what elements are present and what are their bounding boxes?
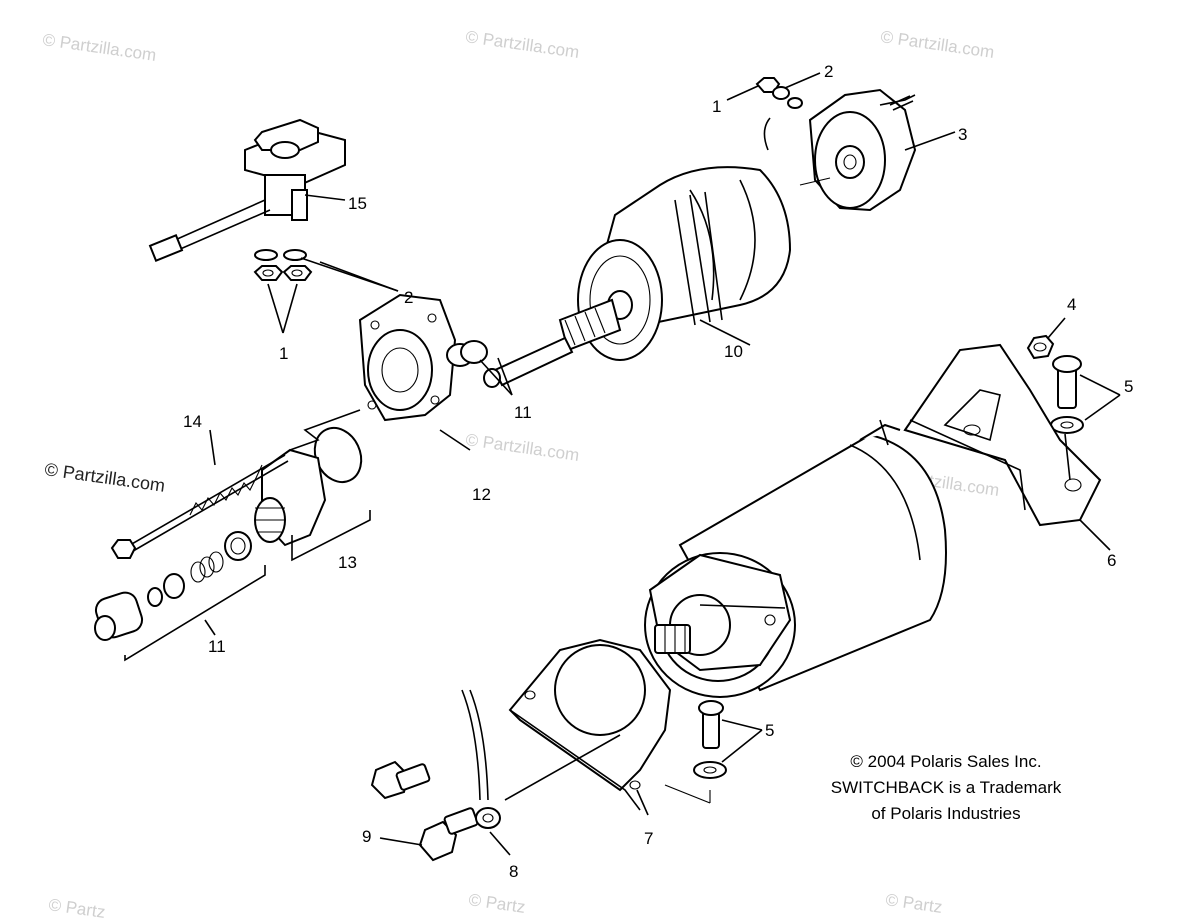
- callout-1-top: 1: [712, 97, 721, 116]
- watermark-bottom-center: © Partz: [467, 890, 526, 917]
- copyright-line-3: of Polaris Industries: [871, 804, 1020, 823]
- watermark-top-right: © Partzilla.com: [879, 27, 995, 62]
- solenoid-part-15: [148, 118, 346, 262]
- watermark-mid-center: © Partzilla.com: [464, 430, 580, 465]
- callout-13: 13: [338, 553, 357, 572]
- callout-11-low: 11: [208, 637, 226, 656]
- callout-5-low: 5: [765, 721, 774, 740]
- callout-12: 12: [472, 485, 491, 504]
- callout-15: 15: [348, 194, 367, 213]
- watermark-top-left: © Partzilla.com: [41, 30, 157, 65]
- callout-2-top: 2: [824, 62, 833, 81]
- screw-washer-part-5: [1050, 355, 1084, 434]
- callout-6: 6: [1107, 551, 1116, 570]
- callout-4: 4: [1067, 295, 1076, 314]
- watermark-bottom-right: © Partz: [884, 890, 943, 917]
- copyright-line-2: SWITCHBACK is a Trademark: [831, 778, 1062, 797]
- callout-3: 3: [958, 125, 967, 144]
- callout-14: 14: [183, 412, 202, 431]
- callout-2-left: 2: [404, 288, 413, 307]
- watermark-top-center: © Partzilla.com: [464, 27, 580, 62]
- starter-motor-assembly: [644, 419, 947, 698]
- watermark-bottom-left: © Partz: [47, 895, 106, 919]
- bolt-spring-part-14: [110, 409, 361, 559]
- callout-7: 7: [644, 829, 653, 848]
- nut-washer-top: [755, 77, 803, 109]
- bolts-part-9: [370, 760, 479, 862]
- callout-1-left: 1: [279, 344, 288, 363]
- callout-10: 10: [724, 342, 743, 361]
- callout-9: 9: [362, 827, 371, 846]
- pinion-gear-part-13: [254, 448, 327, 547]
- washers-part-11-mid: [446, 340, 488, 367]
- callout-11-mid: 11: [514, 403, 532, 422]
- copyright-line-1: © 2004 Polaris Sales Inc.: [850, 752, 1041, 771]
- screw-washer-lower-part-5: [693, 700, 727, 779]
- nut-part-4: [1026, 334, 1055, 360]
- bracket-part-6: [903, 343, 1102, 527]
- washers-nuts-left: [253, 249, 313, 281]
- clutch-parts-part-11-low: [94, 531, 252, 641]
- drive-cover-part-12: [358, 293, 457, 422]
- callout-5-right: 5: [1124, 377, 1133, 396]
- end-cap-part-3: [808, 88, 917, 212]
- bracket-part-7: [508, 638, 672, 811]
- housing-armature-part-10: [483, 166, 792, 388]
- watermark-mid-left: © Partzilla.com: [43, 459, 166, 496]
- ring-terminal-part-8: [475, 807, 501, 829]
- callout-8: 8: [509, 862, 518, 881]
